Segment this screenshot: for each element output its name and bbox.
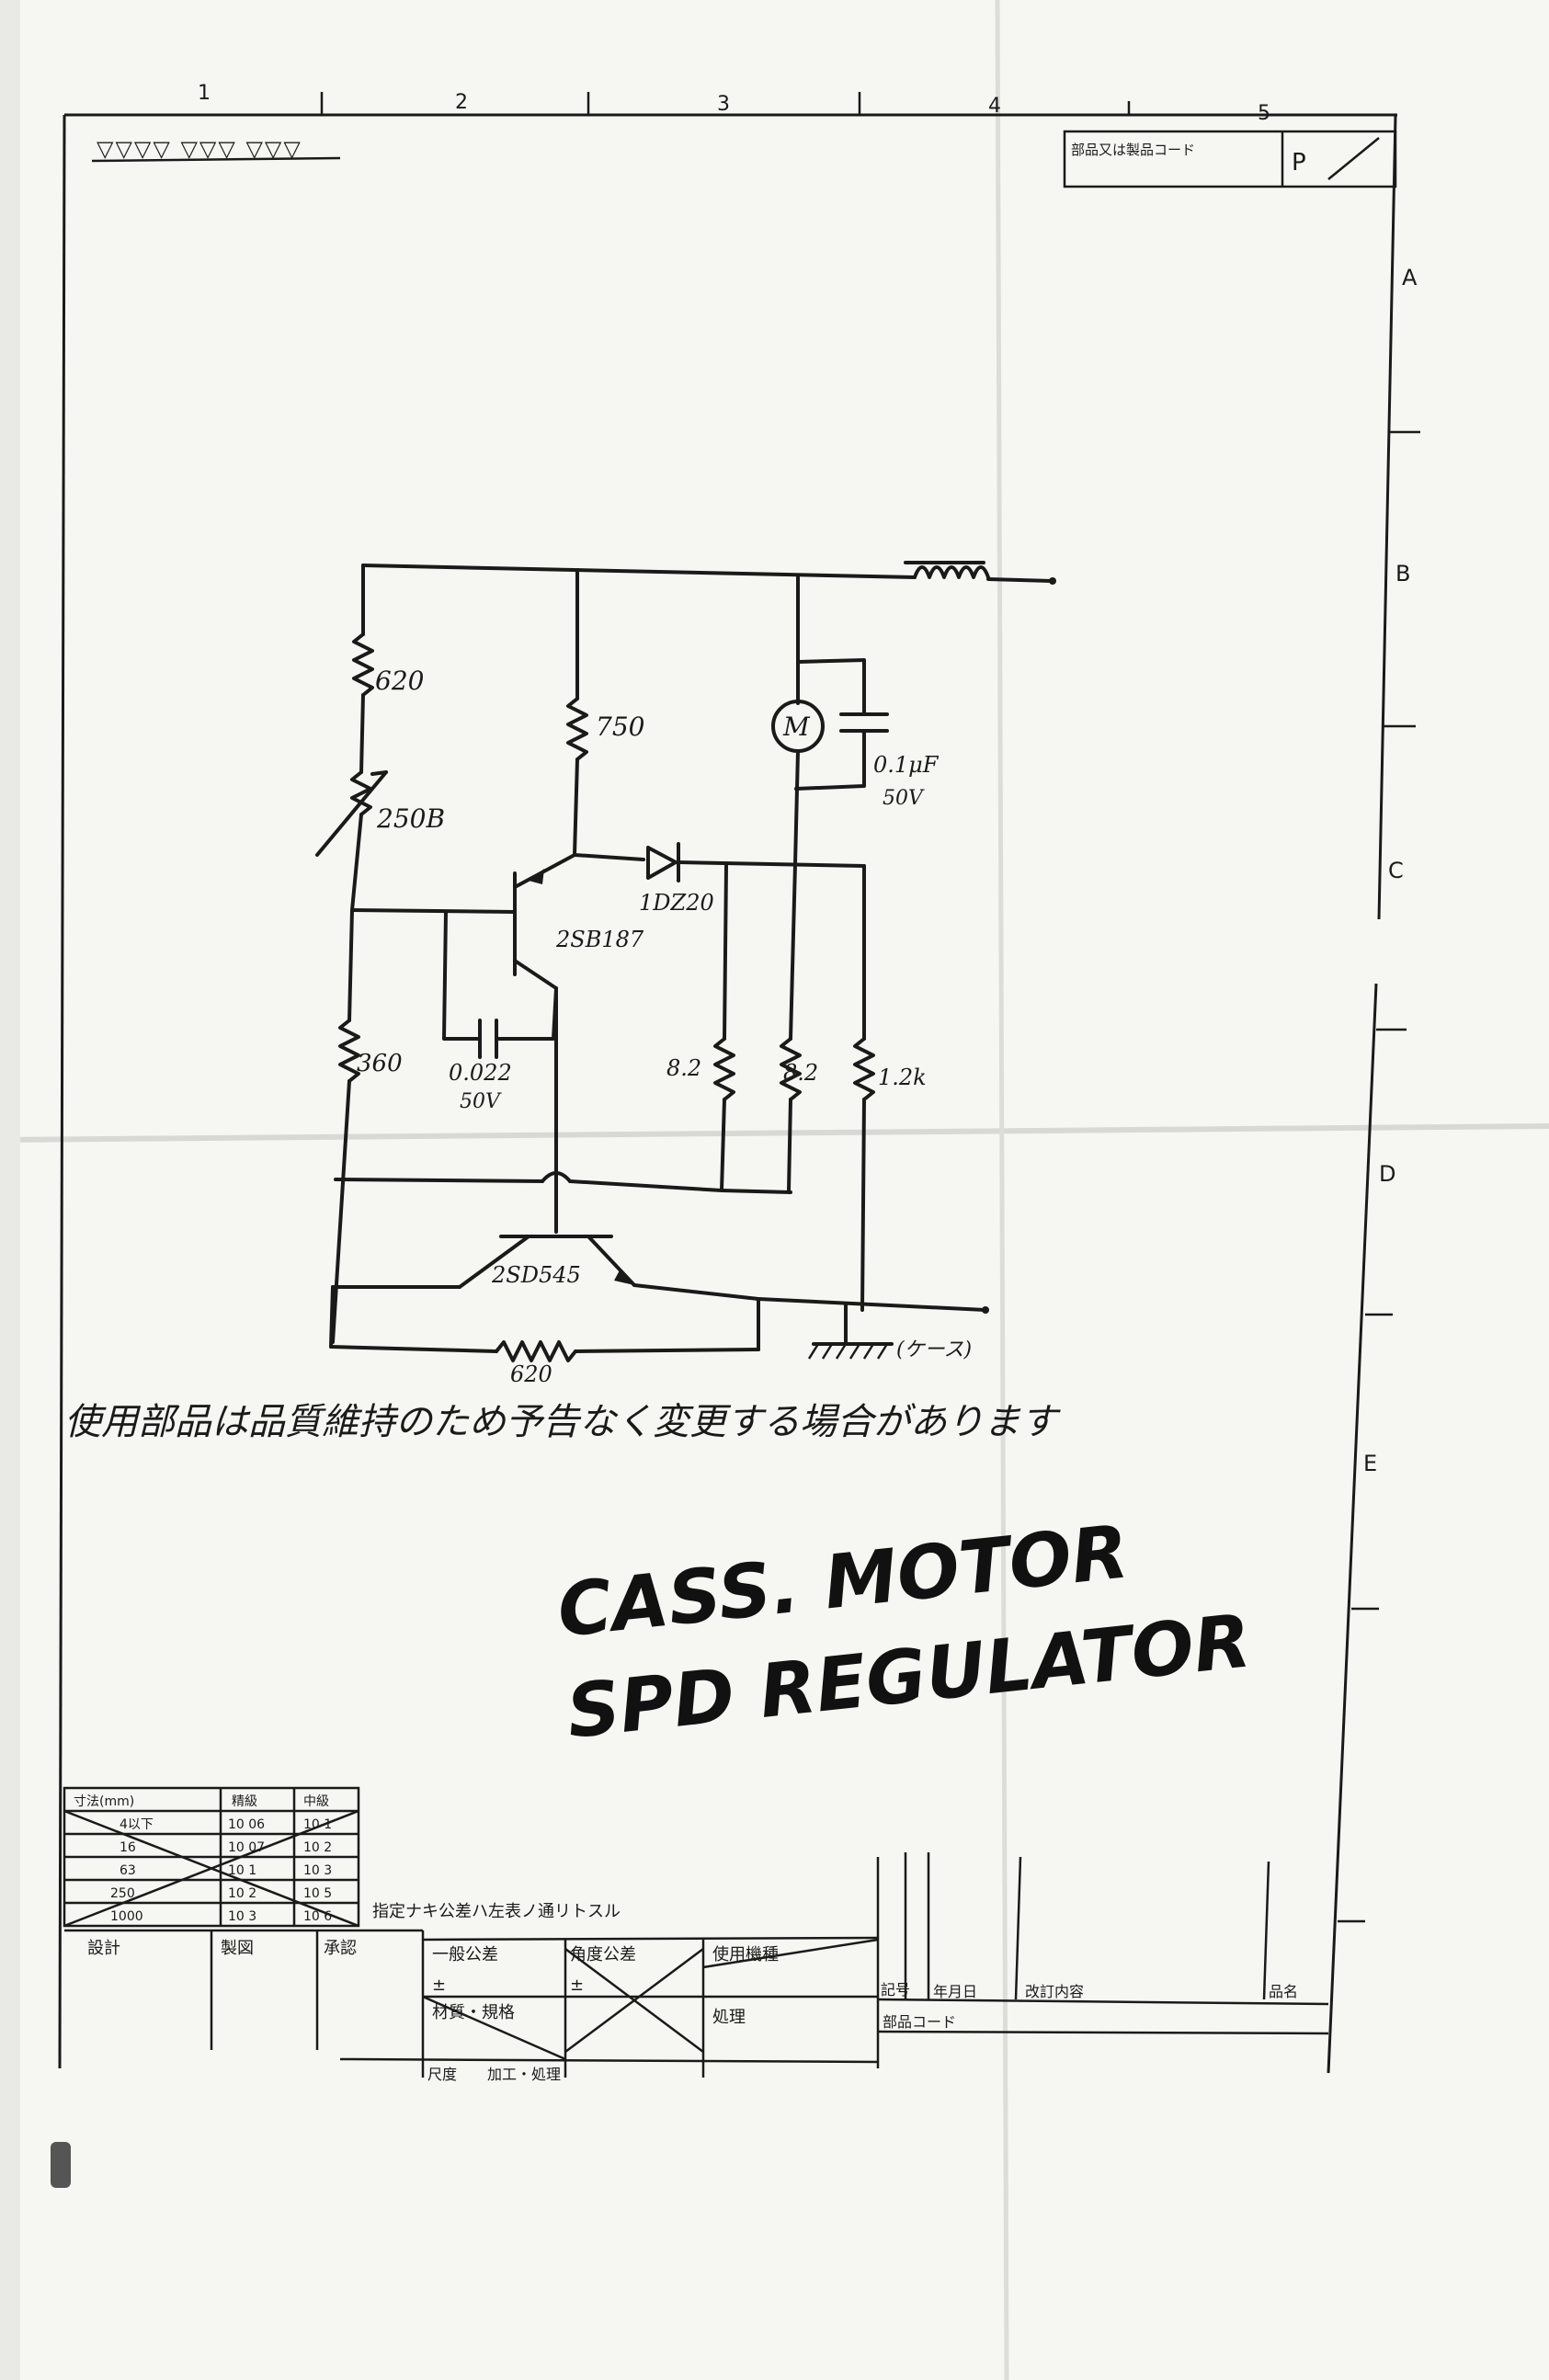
resistor-620-symbol [352,632,374,697]
label-vr: 250B [376,803,445,834]
drawing-frame [58,92,1420,2074]
field-general-tolerance-value: ± [432,1976,446,1995]
fold-crease-v [995,0,1009,2380]
field-date: 年月日 [933,1983,977,2000]
part-code-box-label: 部品又は製品コード [1071,142,1195,158]
chassis-ground-symbol [807,1304,894,1360]
tol-row-1-size: 4以下 [120,1817,154,1832]
zone-col-1: 1 [198,82,211,105]
label-cap1-rating: 50V [883,787,925,810]
inductor-coil-symbol [904,561,1056,585]
field-size: 尺度 [427,2066,457,2083]
field-general-tolerance: 一般公差 [432,1945,498,1964]
label-diode: 1DZ20 [639,890,714,916]
tol-row-5-medium: 10 6 [303,1909,332,1924]
field-rev: 記号 [881,1981,910,1999]
tol-header-size: 寸法(mm) [74,1794,134,1809]
smudge-mark [51,2142,71,2188]
label-r4: 8.2 [666,1055,701,1081]
part-code-box-letter: P [1292,149,1306,177]
tol-row-1-medium: 10 1 [303,1817,332,1832]
field-change: 改訂内容 [1025,1983,1084,2000]
zone-col-3: 3 [717,93,730,116]
label-r6: 1.2k [878,1065,927,1090]
variable-resistor-symbol [350,770,372,816]
resistor-360-symbol [338,1019,360,1083]
label-tr2: 2SD545 [491,1262,581,1288]
label-cap2-rating: 50V [460,1090,502,1113]
transistor-2sd545-symbol [458,1235,636,1289]
label-tr1: 2SB187 [555,927,644,952]
tol-row-3-size: 63 [120,1863,136,1878]
title-block: 寸法(mm) 精級 中級 4以下 10 06 10 1 16 10 07 10 … [63,1786,1329,2083]
tol-row-3-medium: 10 3 [303,1863,332,1878]
resistor-8-2-b-symbol [780,1037,802,1101]
label-r7: 620 [510,1361,552,1387]
tol-header-fine: 精級 [232,1794,257,1809]
label-r5: 8.2 [783,1060,818,1086]
field-name: 品名 [1269,1983,1298,2000]
field-angle-tolerance: 角度公差 [570,1945,636,1964]
zone-row-D: D [1379,1161,1395,1187]
tol-row-4-fine: 10 2 [228,1886,256,1901]
tolerance-note: 指定ナキ公差ハ左表ノ通リトスル [372,1902,621,1921]
tol-row-3-fine: 10 1 [228,1863,256,1878]
field-approved: 承認 [324,1939,357,1958]
resistor-620-bottom-symbol [495,1340,577,1362]
resistor-1-2k-symbol [853,1037,875,1101]
field-surface: 処理 [712,2008,746,2027]
label-cap1-value: 0.1μF [873,752,940,778]
label-r1: 620 [375,666,424,696]
tol-row-4-size: 250 [110,1886,135,1901]
zone-row-B: B [1395,561,1410,586]
label-cap2-value: 0.022 [449,1060,512,1086]
zone-row-C: C [1388,858,1404,883]
tol-row-1-fine: 10 06 [228,1817,265,1832]
field-part-code: 部品コード [883,2013,956,2031]
zone-row-E: E [1363,1451,1377,1476]
surface-finish-marks: ▽▽▽▽ ▽▽▽ ▽▽▽ [97,136,302,162]
tol-row-2-fine: 10 07 [228,1840,265,1855]
zone-col-4: 4 [988,95,1001,118]
zone-col-5: 5 [1258,102,1270,125]
field-angle-tolerance-value: ± [570,1976,584,1995]
label-r2: 750 [596,712,644,742]
label-ground: (ケース) [896,1338,972,1361]
transistor-2sb187-symbol [513,853,576,990]
zone-row-A: A [1402,265,1418,290]
tol-header-medium: 中級 [303,1794,329,1809]
label-motor: M [782,712,811,742]
field-process: 加工・処理 [487,2066,561,2083]
tol-row-5-fine: 10 3 [228,1909,256,1924]
zone-col-2: 2 [455,91,468,114]
resistor-8-2-a-symbol [713,1037,735,1101]
tol-row-4-medium: 10 5 [303,1886,332,1901]
tol-row-2-medium: 10 2 [303,1840,332,1855]
parts-change-note: 使用部品は品質維持のため予告なく変更する場合があります [64,1401,1061,1443]
paper-edge [0,0,20,2380]
tol-row-2-size: 16 [120,1840,136,1855]
circuit-schematic: 620 250B 750 M 0.1μF 50V 2SB187 [315,561,1056,1387]
field-drafted: 製図 [221,1939,254,1958]
resistor-750-symbol [566,697,588,761]
tol-row-5-size: 1000 [110,1909,143,1924]
fold-crease-h [0,1123,1549,1143]
field-model: 使用機種 [712,1945,779,1964]
field-design: 設計 [87,1939,120,1958]
label-r3: 360 [357,1050,403,1077]
field-material: 材質・規格 [432,2003,515,2022]
part-code-box: 部品又は製品コード P [1063,130,1397,188]
